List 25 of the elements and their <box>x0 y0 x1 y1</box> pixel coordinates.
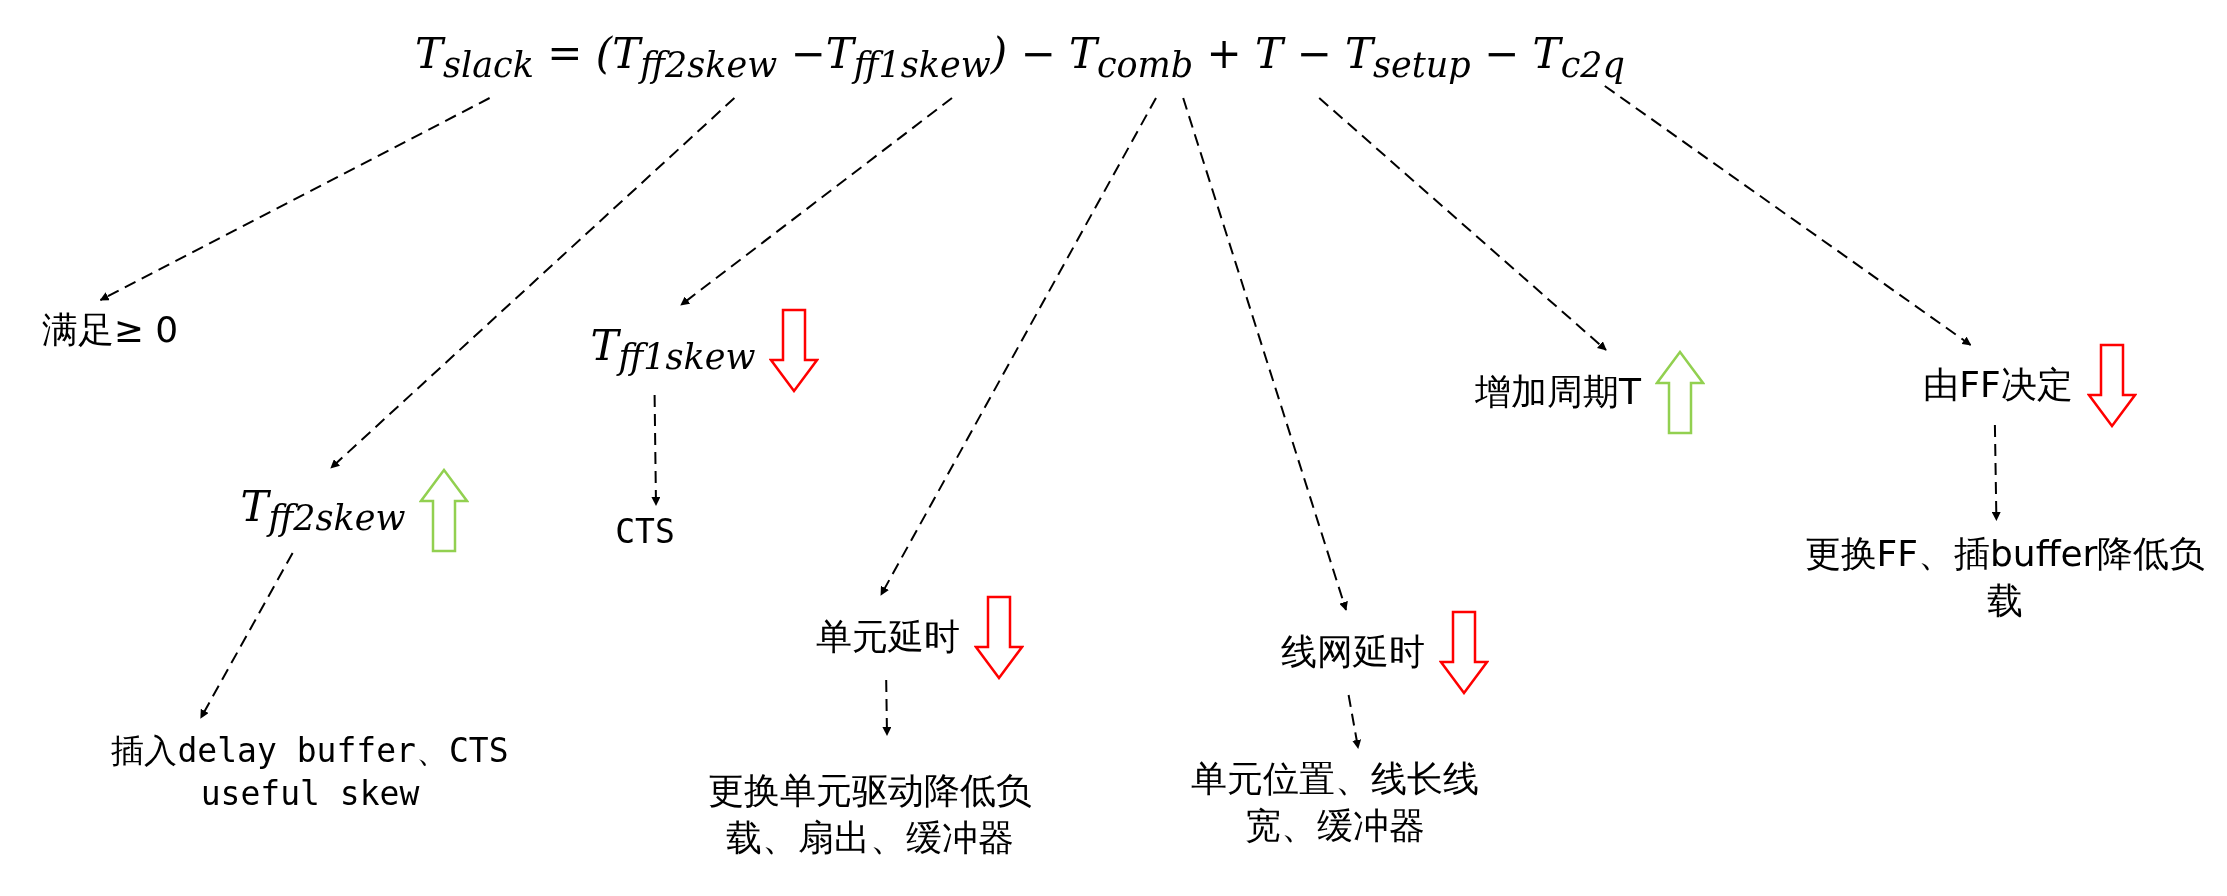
text-label: 单元位置、线长线宽、缓冲器 <box>1190 757 1480 848</box>
dashed-arrow <box>1318 97 1607 351</box>
dashed-arrow <box>199 552 294 719</box>
dashed-arrow <box>1182 97 1348 611</box>
text-label: CTS <box>615 511 675 554</box>
text-label: 更换单元驱动降低负载、扇出、缓冲器 <box>707 769 1033 860</box>
text-label: 插入delay buffer、CTS useful skew <box>110 730 510 815</box>
dashed-arrow <box>1603 85 1972 346</box>
text-label: 更换FF、插buffer降低负载 <box>1803 531 2207 623</box>
text-label: 满足≥ 0 <box>41 307 179 352</box>
dashed-arrow <box>680 97 953 306</box>
dashed-arrow <box>330 97 736 469</box>
formula: T$_{slack}$ = (T$_{ff2skew}$ −T$_{ff1skew}$) − T$_{comb}$ + T − T$_{setup}$ − T$_{c2q}$ <box>415 28 1625 88</box>
dashed-arrow <box>1347 694 1362 749</box>
formula-term: T$_{ff2skew}$ <box>240 480 406 540</box>
dashed-arrow <box>1991 424 2001 521</box>
text-label: 单元延时 <box>816 615 960 660</box>
dashed-arrow <box>882 679 892 736</box>
dashed-arrow <box>880 97 1157 596</box>
text-label: 线网延时 <box>1281 630 1425 675</box>
dashed-arrow <box>651 394 661 506</box>
formula-term: T$_{ff1skew}$ <box>590 320 756 380</box>
text-label: 增加周期T <box>1475 370 1641 415</box>
text-label: 由FF决定 <box>1923 362 2073 407</box>
dashed-arrow <box>99 97 491 301</box>
